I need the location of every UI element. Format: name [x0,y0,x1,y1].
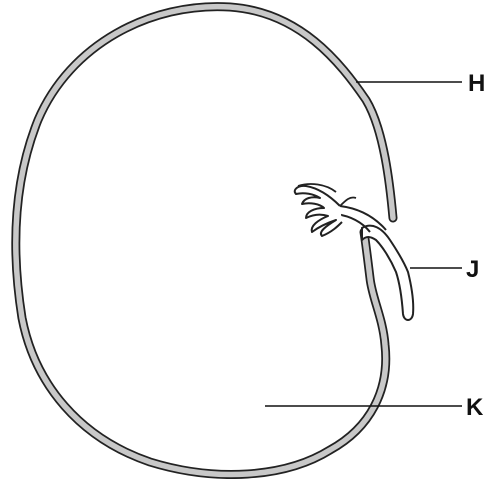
seed-coat-outer-stroke [16,7,393,475]
seed-coat-inner-band [16,7,393,475]
label-h: H [468,70,485,97]
label-k: K [466,394,484,421]
label-j: J [466,256,479,283]
seed-coat [16,7,393,475]
plumule [295,186,342,236]
